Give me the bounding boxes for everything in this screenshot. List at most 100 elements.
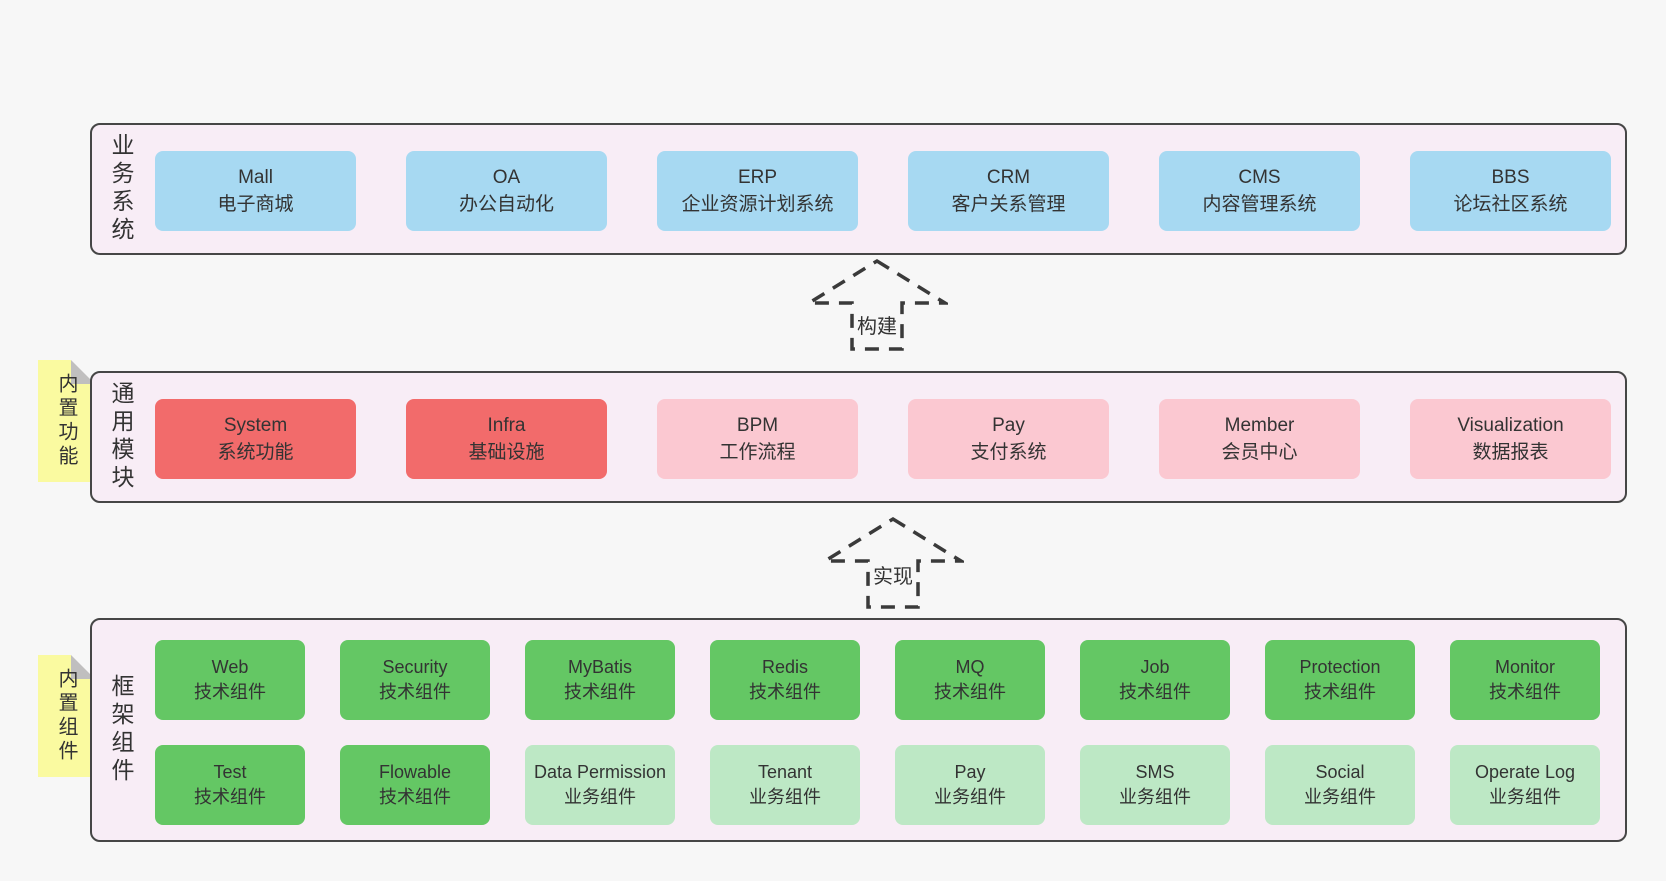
- box-title: BBS: [1491, 167, 1530, 188]
- box-title: Member: [1224, 415, 1295, 436]
- box-subtitle: 业务组件: [1119, 787, 1191, 807]
- box-title: MyBatis: [567, 657, 632, 677]
- box-title: Protection: [1299, 657, 1381, 677]
- box-subtitle: 企业资源计划系统: [681, 194, 834, 215]
- box-erp: ERP 企业资源计划系统: [657, 151, 858, 231]
- box-title: Mall: [238, 167, 273, 188]
- box-subtitle: 基础设施: [468, 442, 545, 463]
- box-subtitle: 内容管理系统: [1202, 194, 1317, 215]
- framework-components-row-1: Web 技术组件 Security 技术组件 MyBatis 技术组件 Redi…: [155, 640, 1600, 720]
- box-title: Job: [1140, 657, 1170, 677]
- framework-components-rows: Web 技术组件 Security 技术组件 MyBatis 技术组件 Redi…: [155, 640, 1600, 825]
- box-subtitle: 电子商城: [217, 194, 294, 215]
- box-title: Pay: [954, 762, 986, 782]
- box-subtitle: 办公自动化: [458, 194, 554, 215]
- box-protection: Protection 技术组件: [1265, 640, 1415, 720]
- arrow-label-build: 构建: [854, 310, 900, 339]
- box-title: CRM: [986, 167, 1031, 188]
- band-label-common-modules: 通用模块: [108, 381, 134, 493]
- note-label: 内置功能: [55, 373, 77, 469]
- box-subtitle: 技术组件: [1119, 682, 1191, 702]
- box-system: System 系统功能: [155, 399, 356, 479]
- arrow-label-implement: 实现: [870, 560, 916, 589]
- box-title: Data Permission: [533, 762, 667, 782]
- box-subtitle: 业务组件: [1489, 787, 1561, 807]
- box-title: Redis: [761, 657, 809, 677]
- box-subtitle: 业务组件: [1304, 787, 1376, 807]
- arrow-build: 构建: [806, 258, 948, 352]
- box-sms: SMS 业务组件: [1080, 745, 1230, 825]
- band-common-modules: 通用模块 System 系统功能 Infra 基础设施 BPM 工作流程 Pay…: [90, 371, 1627, 503]
- box-subtitle: 技术组件: [749, 682, 821, 702]
- box-title: Web: [211, 657, 249, 677]
- up-block-arrow-icon: [806, 258, 948, 351]
- box-title: SMS: [1135, 762, 1175, 782]
- box-bbs: BBS 论坛社区系统: [1410, 151, 1611, 231]
- up-block-arrow-icon: [822, 516, 964, 609]
- box-title: Visualization: [1457, 415, 1564, 436]
- business-systems-row: Mall 电子商城 OA 办公自动化 ERP 企业资源计划系统 CRM 客户关系…: [155, 151, 1611, 231]
- common-modules-row: System 系统功能 Infra 基础设施 BPM 工作流程 Pay 支付系统…: [155, 399, 1611, 479]
- box-title: System: [223, 415, 288, 436]
- box-title: OA: [492, 167, 521, 188]
- box-subtitle: 技术组件: [194, 682, 266, 702]
- box-member: Member 会员中心: [1159, 399, 1360, 479]
- box-pay: Pay 支付系统: [908, 399, 1109, 479]
- band-business-systems: 业务系统 Mall 电子商城 OA 办公自动化 ERP 企业资源计划系统 CRM…: [90, 123, 1627, 255]
- box-bpm: BPM 工作流程: [657, 399, 858, 479]
- box-title: Security: [382, 657, 448, 677]
- box-cms: CMS 内容管理系统: [1159, 151, 1360, 231]
- box-crm: CRM 客户关系管理: [908, 151, 1109, 231]
- box-subtitle: 业务组件: [934, 787, 1006, 807]
- framework-components-row-2: Test 技术组件 Flowable 技术组件 Data Permission …: [155, 745, 1600, 825]
- box-subtitle: 数据报表: [1472, 442, 1549, 463]
- box-subtitle: 支付系统: [970, 442, 1047, 463]
- box-subtitle: 技术组件: [379, 787, 451, 807]
- note-label: 内置组件: [55, 668, 77, 764]
- box-web: Web 技术组件: [155, 640, 305, 720]
- box-subtitle: 业务组件: [564, 787, 636, 807]
- box-operate-log: Operate Log 业务组件: [1450, 745, 1600, 825]
- box-mall: Mall 电子商城: [155, 151, 356, 231]
- box-title: Test: [213, 762, 247, 782]
- band-label-framework-components: 框架组件: [108, 674, 134, 786]
- box-subtitle: 会员中心: [1221, 442, 1298, 463]
- box-title: Infra: [487, 415, 526, 436]
- box-title: Tenant: [757, 762, 813, 782]
- box-title: Social: [1315, 762, 1365, 782]
- box-subtitle: 论坛社区系统: [1453, 194, 1568, 215]
- box-subtitle: 工作流程: [719, 442, 796, 463]
- note-built-in-features: 内置功能: [38, 360, 95, 482]
- band-label-business-systems: 业务系统: [108, 133, 134, 245]
- box-subtitle: 技术组件: [1304, 682, 1376, 702]
- box-subtitle: 系统功能: [217, 442, 294, 463]
- box-data-permission: Data Permission 业务组件: [525, 745, 675, 825]
- box-infra: Infra 基础设施: [406, 399, 607, 479]
- box-subtitle: 技术组件: [934, 682, 1006, 702]
- box-subtitle: 技术组件: [379, 682, 451, 702]
- box-title: MQ: [955, 657, 985, 677]
- box-subtitle: 技术组件: [194, 787, 266, 807]
- box-subtitle: 客户关系管理: [951, 194, 1066, 215]
- box-test: Test 技术组件: [155, 745, 305, 825]
- box-title: ERP: [737, 167, 778, 188]
- box-title: Operate Log: [1474, 762, 1576, 782]
- box-subtitle: 技术组件: [564, 682, 636, 702]
- box-monitor: Monitor 技术组件: [1450, 640, 1600, 720]
- box-title: BPM: [736, 415, 779, 436]
- box-oa: OA 办公自动化: [406, 151, 607, 231]
- box-social: Social 业务组件: [1265, 745, 1415, 825]
- box-redis: Redis 技术组件: [710, 640, 860, 720]
- box-subtitle: 技术组件: [1489, 682, 1561, 702]
- box-mq: MQ 技术组件: [895, 640, 1045, 720]
- box-title: Monitor: [1494, 657, 1556, 677]
- box-visualization: Visualization 数据报表: [1410, 399, 1611, 479]
- box-pay-business: Pay 业务组件: [895, 745, 1045, 825]
- band-framework-components: 框架组件 Web 技术组件 Security 技术组件 MyBatis 技术组件…: [90, 618, 1627, 842]
- box-title: Flowable: [378, 762, 452, 782]
- arrow-implement: 实现: [822, 516, 964, 610]
- box-tenant: Tenant 业务组件: [710, 745, 860, 825]
- box-title: Pay: [992, 415, 1025, 436]
- box-security: Security 技术组件: [340, 640, 490, 720]
